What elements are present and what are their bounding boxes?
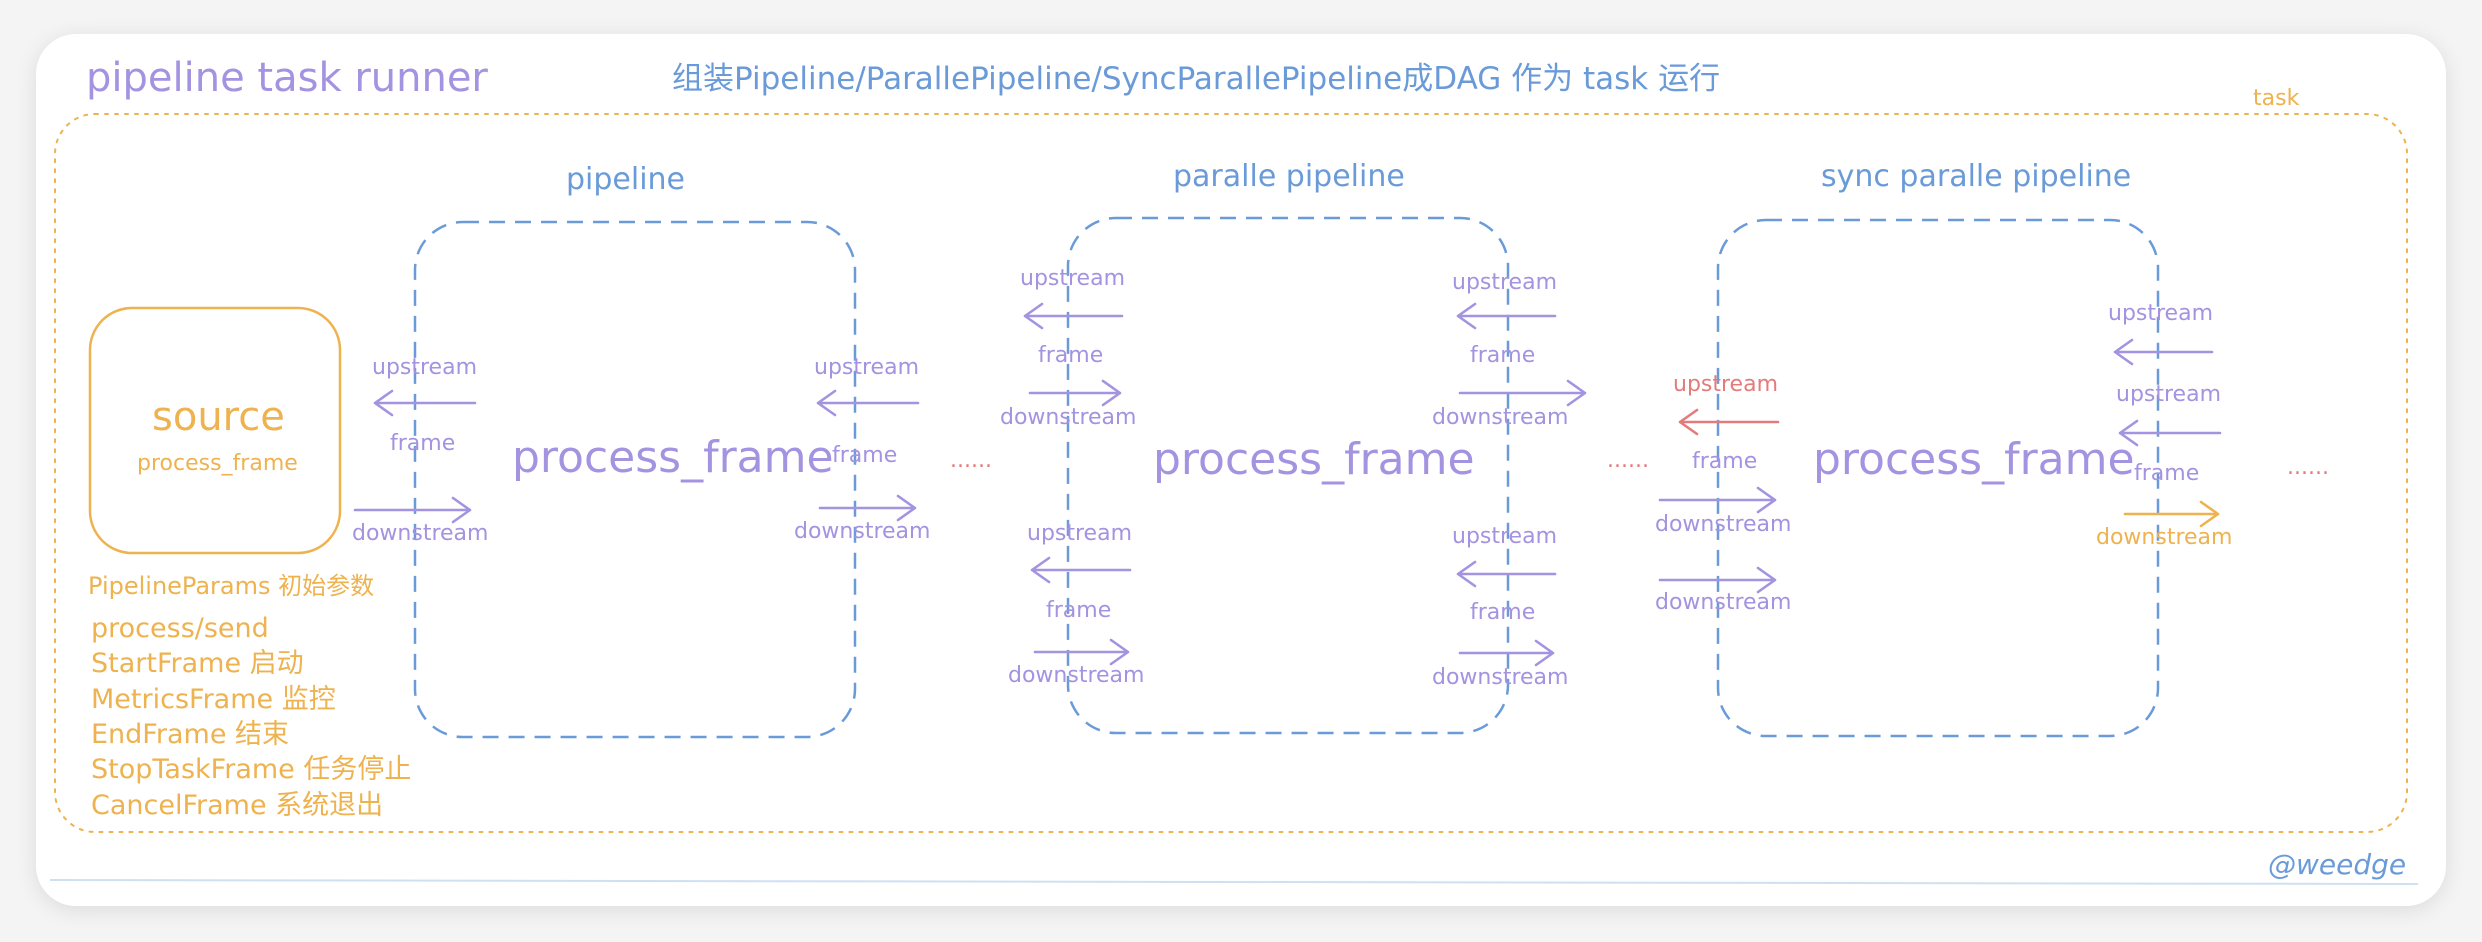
parallel-left-top-arrows: [1023, 302, 1124, 407]
pipeline-title: pipeline: [566, 162, 686, 197]
flow-downstream-label: downstream: [1655, 512, 1792, 537]
source-params-label: PipelineParams 初始参数: [88, 572, 375, 600]
flow-upstream-label: upstream: [372, 355, 478, 380]
source-frame-item: CancelFrame 系统退出: [91, 790, 384, 821]
bottom-divider: [49, 879, 2419, 885]
ellipsis-connector: ......: [1607, 448, 1649, 473]
flow-upstream-label: upstream: [1027, 521, 1133, 546]
task-boundary: [54, 113, 2408, 833]
sync-right-upstream-arrows: [2113, 338, 2222, 447]
source-frame-item: StartFrame 启动: [91, 648, 304, 679]
sync-right-downstream-arrow: [2123, 500, 2220, 528]
flow-downstream-label: downstream: [1432, 405, 1569, 430]
pipeline-process-frame: process_frame: [512, 432, 834, 483]
source-frame-item: process/send: [91, 613, 269, 644]
flow-downstream-label: downstream: [1432, 665, 1569, 690]
source-frame-item: EndFrame 结束: [91, 719, 290, 750]
task-label: task: [2253, 86, 2300, 111]
flow-upstream-label: upstream: [1452, 524, 1558, 549]
source-method: process_frame: [137, 451, 298, 476]
flow-upstream-label: upstream: [2116, 382, 2222, 407]
ellipsis-connector: ......: [950, 448, 992, 473]
source-frame-item: MetricsFrame 监控: [91, 684, 336, 715]
sync-pipeline-title: sync paralle pipeline: [1821, 159, 2132, 194]
pipeline-box: [413, 220, 857, 739]
flow-upstream-label: upstream: [2108, 301, 2214, 326]
flow-frame-label: frame: [390, 431, 456, 456]
parallel-right-bottom-arrows: [1456, 560, 1557, 667]
sync-pipeline-box: [1716, 218, 2160, 738]
flow-upstream-label: upstream: [814, 355, 920, 380]
sync-left-downstream-arrows: [1658, 486, 1777, 594]
page-subtitle: 组装Pipeline/ParallePipeline/SyncParallePi…: [672, 61, 1721, 97]
flow-downstream-label: downstream: [1008, 663, 1145, 688]
page-title: pipeline task runner: [86, 55, 488, 101]
flow-downstream-label: downstream: [1655, 590, 1792, 615]
parallel-pipeline-title: paralle pipeline: [1173, 159, 1405, 194]
credit-label: @weedge: [2268, 848, 2407, 881]
canvas-card: [36, 34, 2446, 906]
flow-downstream-label: downstream: [352, 521, 489, 546]
pipeline-right-arrows: [816, 389, 920, 522]
parallel-pipeline-box: [1066, 216, 1510, 735]
source-title: source: [152, 394, 285, 440]
source-box: [88, 306, 342, 555]
flow-upstream-label: upstream: [1452, 270, 1558, 295]
flow-frame-label: frame: [2134, 461, 2200, 486]
flow-upstream-label-red: upstream: [1673, 372, 1779, 397]
flow-frame-label: frame: [1046, 598, 1112, 623]
parallel-process-frame: process_frame: [1153, 434, 1475, 485]
ellipsis-connector: ......: [2287, 455, 2329, 480]
flow-frame-label: frame: [1692, 449, 1758, 474]
flow-downstream-label: downstream: [1000, 405, 1137, 430]
sync-left-upstream-arrow: [1678, 408, 1780, 436]
flow-downstream-label: downstream: [794, 519, 931, 544]
flow-frame-label: frame: [1470, 343, 1536, 368]
pipeline-left-arrows: [353, 389, 477, 524]
sync-process-frame: process_frame: [1813, 434, 2135, 485]
parallel-right-top-arrows: [1456, 302, 1587, 407]
flow-frame-label: frame: [1470, 600, 1536, 625]
source-frame-item: StopTaskFrame 任务停止: [91, 754, 412, 785]
flow-frame-label: frame: [1038, 343, 1104, 368]
flow-downstream-label-orange: downstream: [2096, 525, 2233, 550]
parallel-left-bottom-arrows: [1030, 556, 1132, 666]
flow-frame-label: frame: [832, 443, 898, 468]
flow-upstream-label: upstream: [1020, 266, 1126, 291]
